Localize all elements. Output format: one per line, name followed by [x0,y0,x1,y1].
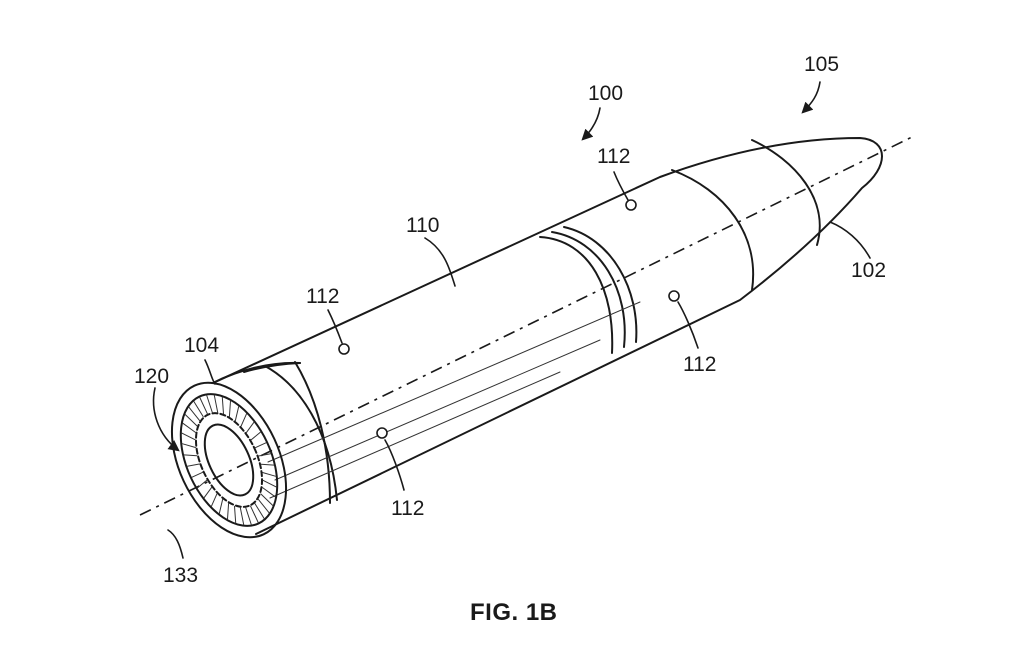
nozzle-slat [218,498,224,514]
label-102: 102 [851,259,886,282]
arrow-105 [801,81,821,114]
port-right [668,290,680,302]
nozzle-slat [260,493,274,506]
nozzle-slat [258,453,272,457]
leader-112-upper-aft [327,309,343,344]
nozzle-slat [260,463,275,466]
nozzle-slat [250,431,261,441]
leader-133 [167,529,184,559]
port-upper-aft [338,343,350,355]
nozzle-slat [186,463,200,467]
nozzle-slat [240,413,248,427]
nozzle-slat [227,502,230,520]
device-body [212,137,883,535]
leader-112-lower-aft [384,439,405,491]
nozzle-slat [221,396,224,415]
leader-112-right [677,301,699,349]
nozzle-slat [193,400,204,418]
port-upper-forward [625,199,637,211]
label-112-lower-aft: 112 [391,497,424,520]
figure-caption: FIG. 1B [470,599,558,626]
aft-end-nozzle [170,381,288,539]
nozzle-slat [206,394,213,413]
nozzle-slat [199,397,208,415]
nozzle-slat [184,414,198,427]
label-110: 110 [406,214,439,237]
label-100: 100 [588,82,623,105]
nozzle-slat [257,498,270,514]
label-112-right: 112 [683,353,716,376]
label-104: 104 [184,334,219,357]
arrow-100 [581,107,601,141]
port-lower-aft [376,427,388,439]
nozzle-slat [239,507,245,526]
nozzle-slat [254,502,265,520]
nozzle-slat [245,421,255,434]
nozzle-slat [262,472,277,477]
label-105: 105 [804,53,839,76]
nozzle-slat [261,487,276,498]
nozzle-slat [197,479,208,489]
nozzle-slat [213,394,219,413]
label-133: 133 [163,564,198,587]
leader-110 [424,237,456,287]
nozzle-slat [210,493,218,507]
nozzle-slats [181,394,277,526]
label-120: 120 [134,365,169,388]
nozzle-slat [228,400,231,418]
label-112-top: 112 [597,145,630,168]
arrow-120 [152,387,180,452]
nozzle-slat [250,505,259,523]
central-axis [139,136,913,516]
nozzle-slat [234,406,240,422]
nozzle-slat [245,507,252,526]
nozzle-slat [254,442,267,449]
nozzle-slat [188,406,201,422]
nozzle-slat [191,471,204,478]
nozzle-slat [183,454,198,457]
leader-104 [204,359,216,385]
nozzle-slat [234,505,237,524]
leader-112-top [613,171,629,201]
nozzle-slat [181,432,196,441]
nozzle-slat [262,479,277,488]
label-112-upper-aft: 112 [306,285,339,308]
nozzle-slat [181,443,196,448]
nozzle-slat [203,486,213,499]
nozzle-slat [182,422,197,433]
leader-102 [829,221,871,259]
